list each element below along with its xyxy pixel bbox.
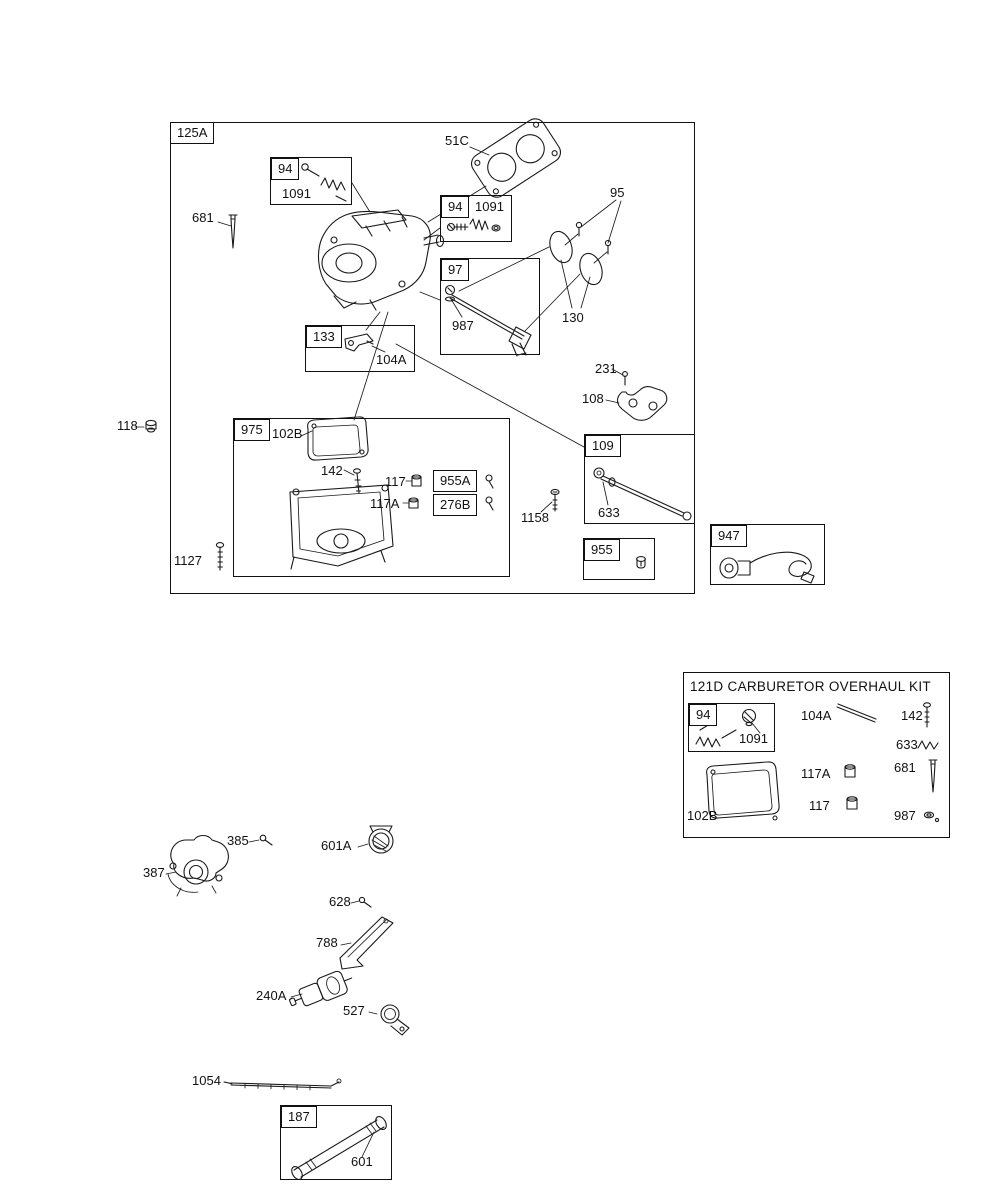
- overhaul-kit-parts-drawing: [695, 702, 940, 823]
- leader-lines: [134, 146, 761, 1158]
- float-bowl-drawing: [289, 484, 394, 570]
- callout-box-97: [440, 258, 540, 355]
- part-number-1054: 1054: [192, 1073, 221, 1088]
- part-number-104A: 104A: [376, 352, 407, 367]
- idle-screw-spring-a-drawing: [301, 163, 347, 202]
- part-number-681: 681: [192, 210, 214, 225]
- mounting-gasket-drawing: [470, 118, 562, 198]
- part-number-385: 385: [227, 833, 249, 848]
- part-number-142: 142: [321, 463, 343, 478]
- part-number-1158: 1158: [521, 510, 549, 525]
- part-number-633-kit: 633: [896, 737, 918, 752]
- part-number-601: 601: [351, 1154, 373, 1169]
- jets-drawing: [408, 474, 494, 511]
- throttle-shaft-drawing: [444, 284, 532, 357]
- callout-box-94a: [270, 157, 352, 205]
- part-number-240A: 240A: [256, 988, 287, 1003]
- part-number-51C: 51C: [445, 133, 469, 148]
- callout-box-109: [584, 434, 695, 524]
- part-number-1127: 1127: [174, 553, 202, 568]
- callout-tag-975: 975: [234, 419, 270, 442]
- carburetor-body-drawing: [317, 209, 445, 311]
- fuel-solenoid-drawing: [719, 551, 815, 584]
- part-number-130: 130: [562, 310, 584, 325]
- callout-tag-94a: 94: [271, 158, 300, 181]
- callout-box-94b: [440, 195, 512, 242]
- callout-box-187: [280, 1105, 392, 1180]
- callout-tag-955A: 955A: [433, 470, 478, 493]
- callout-tag-97: 97: [441, 259, 470, 282]
- link-rod-drawing: [593, 467, 692, 521]
- control-plate-drawing: [616, 371, 668, 421]
- callout-tag-947: 947: [711, 525, 747, 548]
- inlet-needle-drawing: [228, 214, 238, 249]
- intake-flange-drawing: [167, 834, 273, 897]
- part-number-102B-kit: 102B: [687, 808, 718, 823]
- callout-tag-125A: 125A: [170, 122, 215, 145]
- part-number-117: 117: [385, 474, 406, 489]
- part-number-102B: 102B: [272, 426, 303, 441]
- screw-1158-drawing: [550, 488, 560, 512]
- valve-plates-drawing: [549, 221, 612, 286]
- callout-box-955: [583, 538, 655, 580]
- callout-box-125A: [170, 122, 695, 594]
- part-number-1091-a: 1091: [282, 186, 311, 201]
- part-number-633: 633: [598, 505, 620, 520]
- heat-shield-drawing: [339, 896, 394, 970]
- part-number-387: 387: [143, 865, 165, 880]
- part-number-987: 987: [452, 318, 474, 333]
- part-number-527: 527: [343, 1003, 365, 1018]
- part-number-601A: 601A: [321, 838, 352, 853]
- part-number-117A-kit: 117A: [801, 766, 831, 781]
- cable-clamp-drawing: [380, 1004, 410, 1036]
- fuel-filter-drawing: [289, 970, 353, 1007]
- callout-box-overhaul-kit: [683, 672, 950, 838]
- fuel-hose-drawing: [291, 1116, 387, 1180]
- hose-clamp-drawing: [368, 825, 394, 854]
- part-number-104A-kit: 104A: [801, 708, 832, 723]
- part-number-987-kit: 987: [894, 808, 916, 823]
- screw-1127-drawing: [215, 542, 225, 571]
- callout-tag-109: 109: [585, 435, 621, 458]
- callout-tag-94b: 94: [441, 196, 470, 219]
- bowl-gasket-drawing: [307, 416, 369, 461]
- part-number-1091-b: 1091: [475, 199, 504, 214]
- callout-box-94-kit: [688, 703, 775, 752]
- callout-tag-133: 133: [306, 326, 342, 349]
- part-number-142-kit: 142: [901, 708, 923, 723]
- callout-tag-955: 955: [584, 539, 620, 562]
- part-number-681-kit: 681: [894, 760, 916, 775]
- part-number-118: 118: [117, 418, 138, 433]
- bushing-drawing: [145, 419, 157, 433]
- part-number-1091-kit: 1091: [739, 731, 768, 746]
- callout-tag-276B: 276B: [433, 494, 478, 517]
- idle-screw-spring-b-drawing: [446, 218, 501, 232]
- part-number-231: 231: [595, 361, 617, 376]
- jet-955-drawing: [636, 556, 646, 569]
- control-rod-drawing: [223, 1078, 342, 1091]
- part-number-628: 628: [329, 894, 351, 909]
- callout-tag-187: 187: [281, 1106, 317, 1129]
- overhaul-kit-title: 121D CARBURETOR OVERHAUL KIT: [690, 679, 931, 694]
- callout-box-947: [710, 524, 825, 585]
- bowl-screw-drawing: [353, 468, 362, 494]
- part-number-788: 788: [316, 935, 338, 950]
- part-number-108: 108: [582, 391, 604, 406]
- callout-box-975: [233, 418, 510, 577]
- callout-box-133: [305, 325, 415, 372]
- part-number-117-kit: 117: [809, 798, 830, 813]
- part-number-95: 95: [610, 185, 625, 200]
- choke-lever-drawing: [344, 333, 374, 352]
- callout-tag-94-kit: 94: [689, 704, 718, 727]
- part-number-117A: 117A: [370, 496, 400, 511]
